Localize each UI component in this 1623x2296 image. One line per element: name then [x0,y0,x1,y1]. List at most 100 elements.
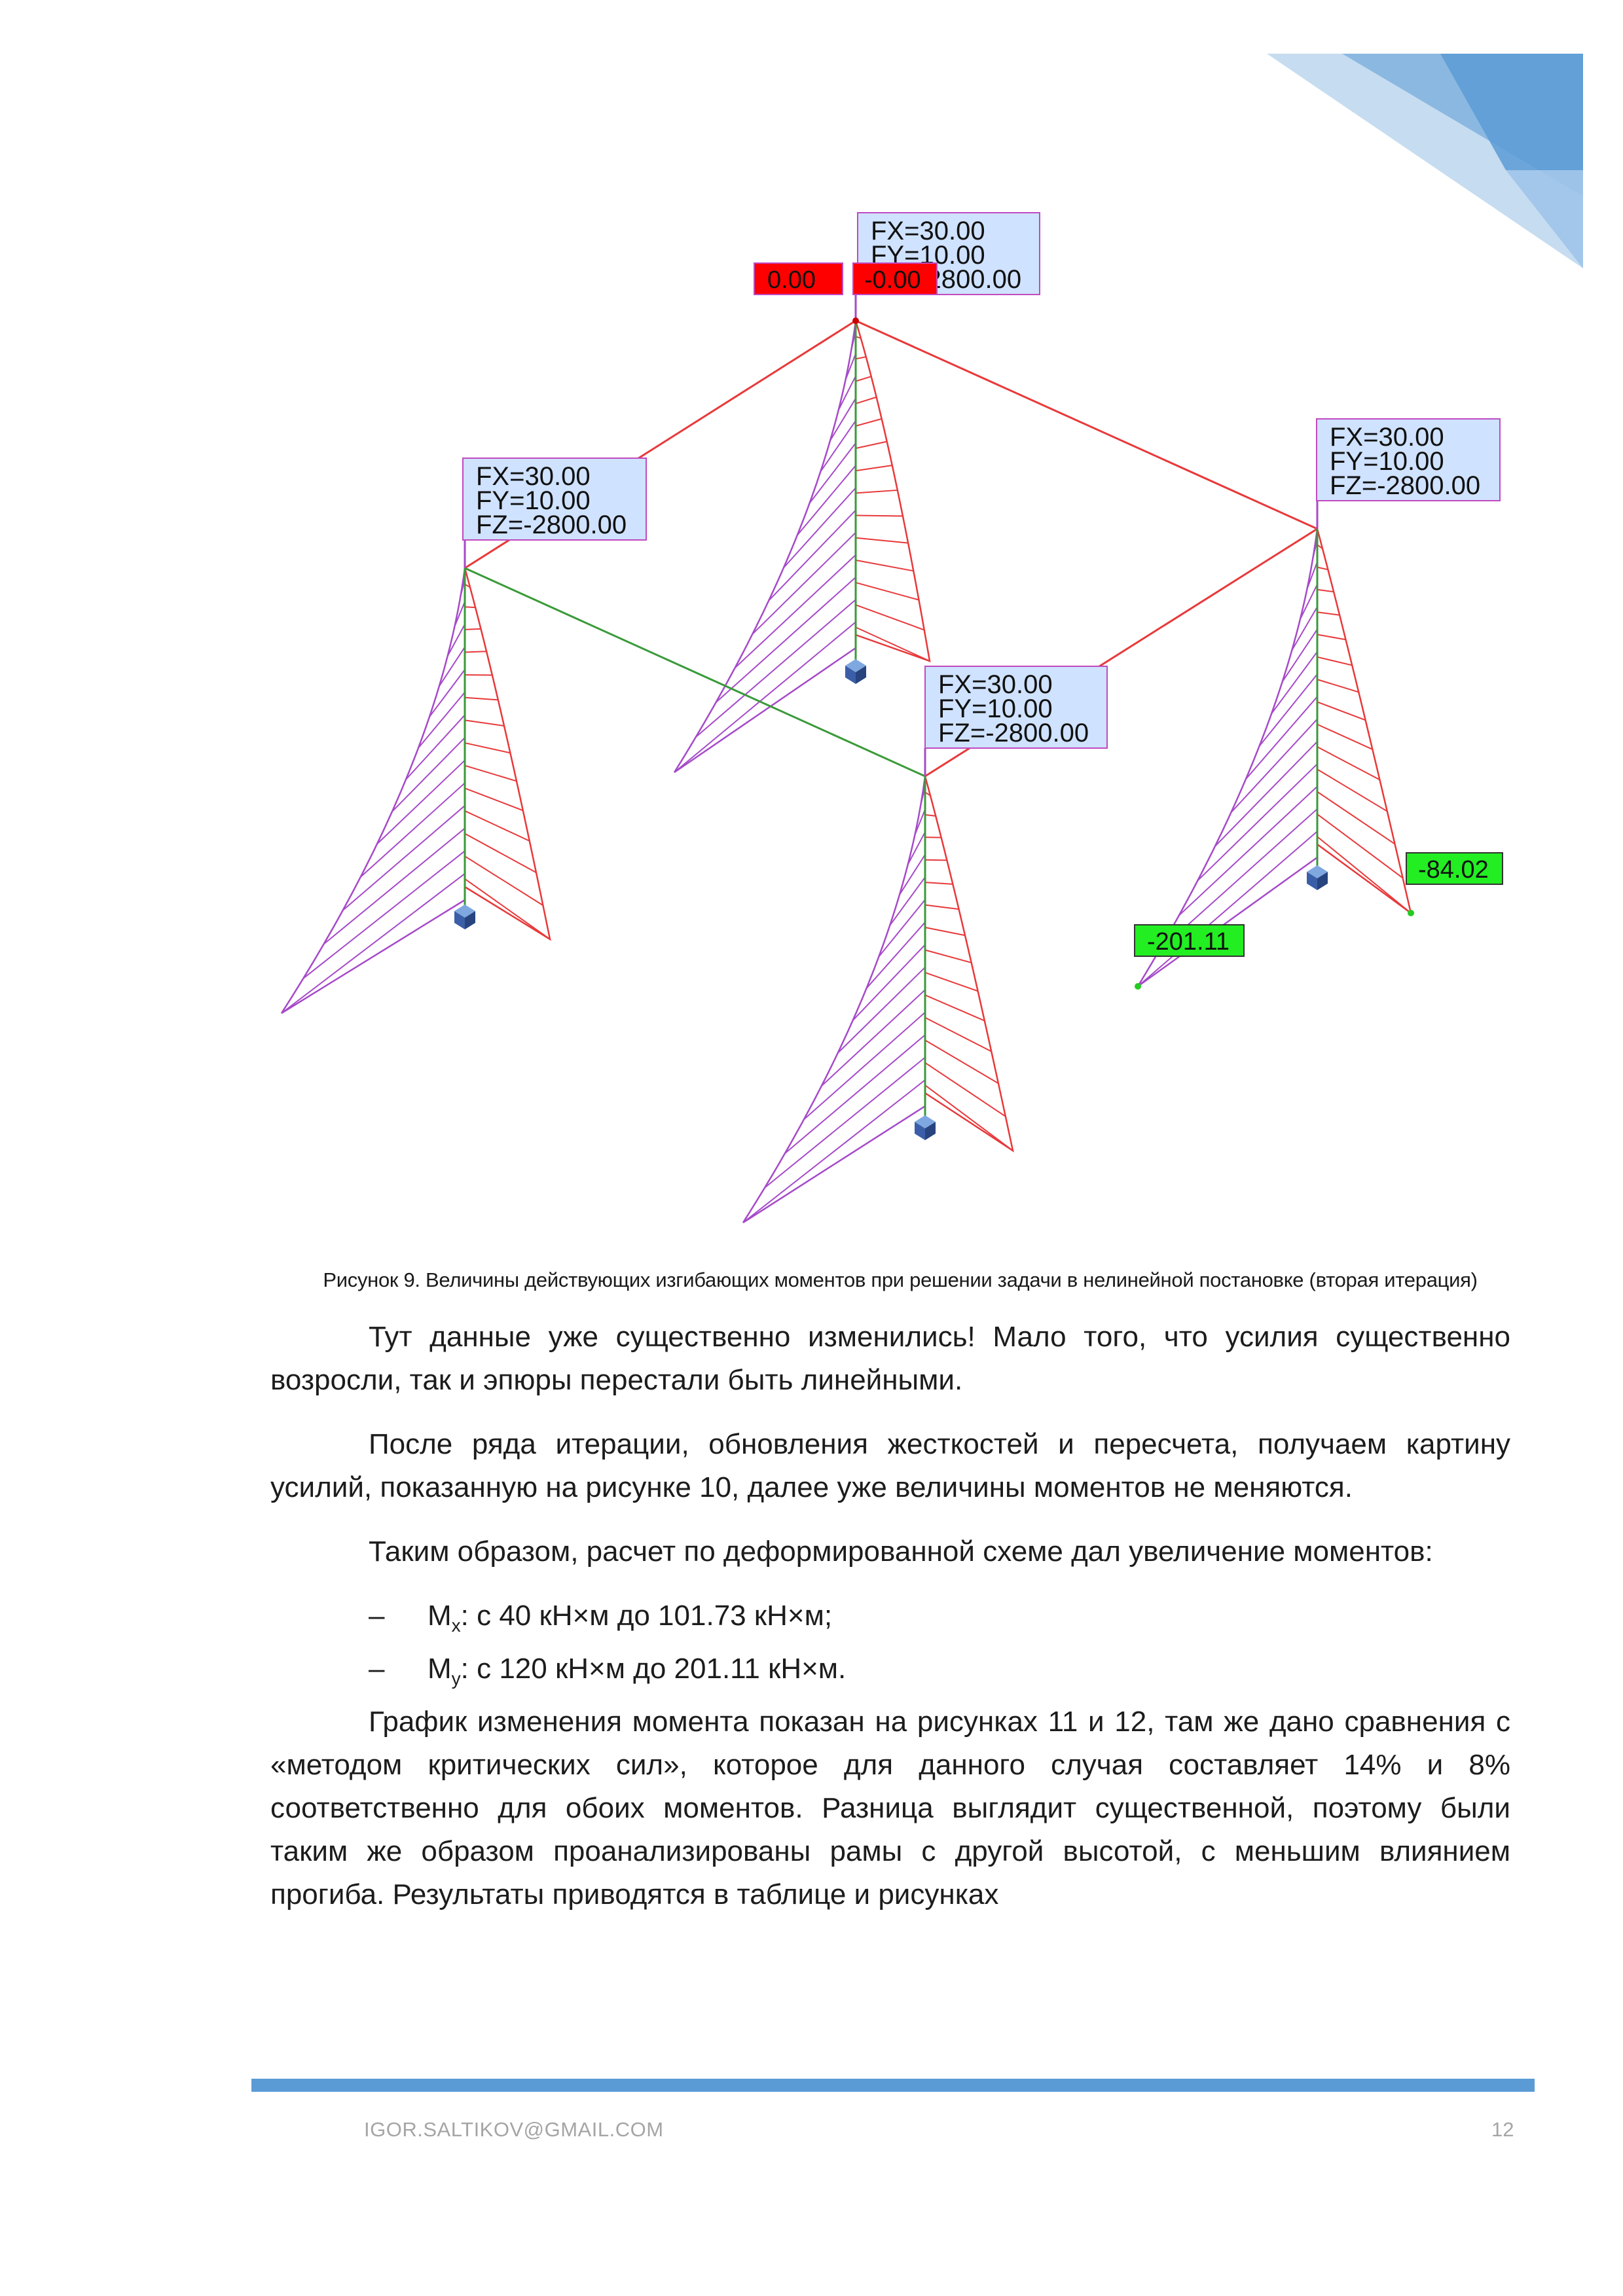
hatch-line [855,440,887,450]
load-label-fx: FX=30.00 [1330,423,1444,452]
paragraph: Таким образом, расчет по деформированной… [369,1535,1433,1568]
bullet-item: –My: с 120 кН×м до 201.11 кН×м. [270,1647,1510,1700]
hatch-line [1300,584,1318,620]
hatch-line [1258,673,1318,747]
hatch-line [1291,606,1318,651]
hatch-line [914,809,926,835]
moment-curve-left [1137,528,1319,988]
bullet-text: : с 120 кН×м до 201.11 кН×м. [460,1652,847,1685]
hatch-line [281,873,465,1014]
hatch-line [1230,719,1318,813]
hatch-line [342,805,465,911]
hatch-line [1281,628,1318,683]
hatch-line [464,855,543,906]
hatch-line [924,971,978,992]
hatch-line [1317,768,1388,812]
value-text: -84.02 [1418,856,1489,884]
hatch-line [1245,696,1318,780]
moment-hatch-layer [280,320,1412,1224]
value-label-green: -201.11 [1134,924,1245,957]
hatch-line [302,850,465,979]
hatch-line [855,356,866,360]
load-label-fz: FZ=-2800.00 [476,511,627,539]
hatch-line [855,396,877,404]
hatch-line [695,599,856,738]
hatch-line [878,899,926,958]
value-text: -201.11 [1147,928,1230,956]
hatch-line [1317,679,1359,693]
beam-top-right [855,319,1318,530]
load-label-fz: FZ=-2800.00 [938,719,1089,747]
moment-subscript: y [451,1668,461,1689]
node-marker [852,317,859,324]
footer-email[interactable]: IGOR.SALTIKOV@GMAIL.COM [364,2118,664,2141]
hatch-line [784,1034,926,1154]
hatch-line [768,509,856,601]
hatch-line [1317,723,1373,750]
beam-left-front [464,567,926,778]
hatch-line [464,878,551,940]
hatch-line [1214,741,1318,847]
value-text: 0.00 [767,266,816,294]
value-label-green: -84.02 [1406,852,1503,885]
moment-subscript: x [451,1615,461,1636]
hatch-line [924,882,953,885]
moment-curve-right [1316,528,1412,916]
load-label-fx: FX=30.00 [938,670,1053,699]
value-label-red: -0.00 [852,262,938,295]
load-label-fy: FY=10.00 [476,486,591,515]
hatch-line [376,759,465,845]
hatch-line [783,487,856,569]
hatch-line [809,442,856,504]
hatch-line [837,967,926,1054]
hatch-line [752,532,856,635]
hatch-line [855,537,909,544]
hatch-line [405,714,465,780]
value-label-red: 0.00 [754,262,843,295]
hatch-line [924,1016,992,1052]
hatch-line [855,626,930,662]
hatch-line [716,577,856,703]
hatch-line [855,489,898,494]
hatch-line [734,554,856,669]
hatch-line [866,922,926,989]
hatch-line [464,810,530,842]
hatch-line [464,628,481,630]
hatch-line [830,398,856,441]
hatch-line [464,651,487,653]
hatch-line [1317,634,1346,641]
moment-diagram-figure: FX=30.00 FY=10.00 FZ=-2800.00 FX=30.00 F… [280,212,1503,1224]
hatch-line [907,831,926,865]
hatch-line [1317,701,1366,721]
load-label-left: FX=30.00 FY=10.00 FZ=-2800.00 [462,457,647,541]
hatch-line [1137,831,1318,987]
hatch-line [796,465,856,536]
hatch-line [855,376,872,382]
hatch-line [1317,836,1412,914]
bullet-item: –Mx: с 40 кН×м до 101.73 кН×м; [270,1594,1510,1647]
hatch-line [323,827,465,945]
hatch-line [924,994,985,1022]
node-marker [1135,983,1141,990]
supports [454,659,1328,1140]
hatch-line [360,782,465,878]
moment-symbol: M [428,1652,452,1685]
hatch-line [674,621,856,773]
hatch-line [803,1012,926,1121]
hatch-line [845,353,856,380]
hatch-line [820,420,856,473]
hatch-line [429,669,465,717]
hatch-line [1317,814,1404,879]
hatch-line [1197,763,1318,882]
hatch-line [447,624,465,656]
moment-curve-right [854,320,931,662]
hatch-line [924,904,959,910]
hatch-line [464,833,537,874]
load-label-right: FX=30.00 FY=10.00 FZ=-2800.00 [1316,418,1501,501]
load-label-fy: FY=10.00 [938,694,1053,723]
bullet-text: : с 40 кН×м до 101.73 кН×м; [460,1600,833,1632]
support-cube-icon [454,905,475,929]
hatch-line [924,1085,1013,1151]
load-label-front: FX=30.00 FY=10.00 FZ=-2800.00 [924,666,1108,749]
hatch-line [924,949,972,963]
